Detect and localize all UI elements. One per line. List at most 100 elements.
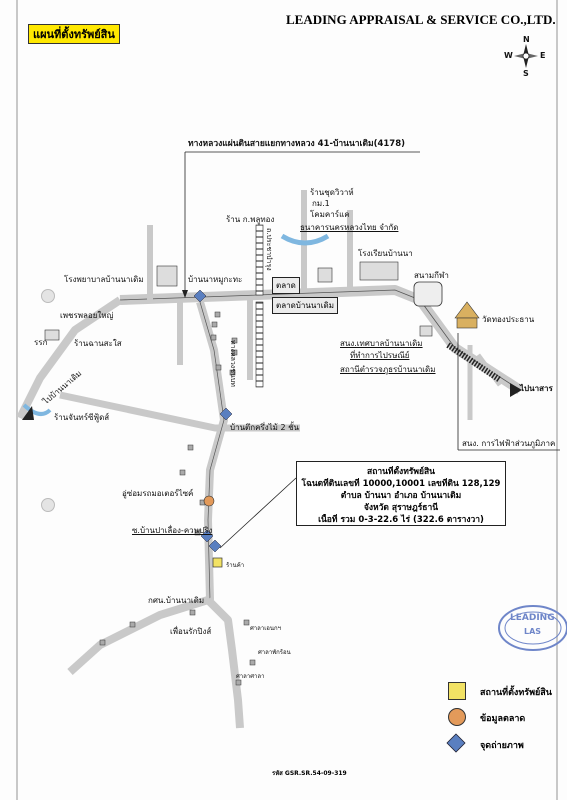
shop-marker — [194, 529, 201, 536]
label-bank: ธนาคารนครหลวงไทย จำกัด — [300, 223, 399, 232]
label-temple: วัดทองประธาน — [482, 315, 535, 324]
compass-e: E — [540, 51, 546, 60]
legend-photo-label: จุดถ่ายภาพ — [480, 741, 524, 751]
compass-icon — [514, 44, 538, 68]
road-lower-right — [205, 597, 244, 729]
river-left — [22, 403, 52, 416]
hospital-building — [156, 265, 178, 287]
shop-marker — [99, 639, 106, 646]
stamp-sub: LAS — [524, 627, 542, 636]
label-neighbor: เพื่อนรักปิงส์ — [170, 627, 212, 636]
house-near-road — [44, 329, 60, 341]
label-police: สถานีตำรวจภูธรบ้านนาเดิม — [340, 365, 436, 374]
shop-marker — [210, 334, 217, 341]
photo-point-icon — [208, 539, 222, 553]
label-bridge-village: ซ.บ้านปาเลื่อง-ควนปริง — [132, 526, 213, 535]
label-lamp-shop: โคมคาร์แค — [310, 210, 350, 219]
market-info-icon — [203, 495, 215, 507]
label-road-side-b: ถ.ประชาบำรุง — [265, 228, 273, 271]
arrow-left-icon — [22, 406, 34, 420]
shop-marker — [235, 679, 242, 686]
company-stamp: LEADING LAS — [496, 602, 567, 654]
label-ruk: รรก — [34, 338, 48, 347]
compass-s: S — [523, 69, 529, 78]
road-south-4 — [475, 353, 503, 387]
road-lower-left — [67, 596, 210, 675]
compass-rose: N S E W — [504, 35, 546, 80]
punch-hole-top — [41, 289, 55, 303]
document-code: รหัส GSR.SR.54-09-319 — [272, 770, 347, 777]
label-gas: กศน.บ้านนาเดิม — [148, 596, 205, 605]
highway-label: ทางหลวงแผ่นดินสายแยกทางหลวง 41-บ้านนาเดิ… — [188, 139, 406, 149]
property-location-icon — [212, 557, 223, 568]
shop-marker — [229, 369, 236, 376]
label-to-right: ไปนาสาร — [520, 384, 553, 393]
legend-photo-icon — [446, 733, 466, 753]
label-stadium: สนามกีฬา — [414, 271, 449, 280]
label-road-side-a: ทางหลวงชนบท — [229, 340, 237, 387]
label-market-bannadoem: ตลาดบ้านนาเดิม — [272, 297, 338, 314]
shop-marker — [243, 619, 250, 626]
info-line-3: ตำบล บ้านนา อำเภอ บ้านนาเดิม — [340, 491, 462, 501]
road-left-lower — [59, 391, 300, 432]
label-small-d: ศาลาศาลา — [236, 673, 265, 680]
company-name: LEADING APPRAISAL & SERVICE CO.,LTD. — [286, 12, 556, 27]
stadium-building — [413, 281, 443, 307]
label-chan-seafood: ร้านจันทร์ซีฟู้ดส์ — [54, 413, 110, 422]
label-post: ที่ทำการไปรษณีย์ — [350, 351, 410, 360]
shop-marker — [215, 364, 222, 371]
label-market: ตลาด — [272, 277, 300, 294]
shop-marker — [129, 621, 136, 628]
municipal-building — [419, 325, 433, 337]
shop-marker — [249, 659, 256, 666]
railway-right — [446, 342, 502, 383]
label-chan-shop: ร้านฉานสะใส — [74, 339, 122, 348]
map-title-tag: แผนที่ตั้งทรัพย์สิน — [28, 24, 120, 44]
bank-building — [317, 267, 333, 283]
shop-marker — [189, 609, 196, 616]
info-line-4: จังหวัด สุราษฎร์ธานี — [363, 503, 439, 513]
label-motor-shop: อู่ซ่อมรถมอเตอร์ไซค์ — [122, 489, 194, 498]
info-line-5: เนื้อที่ รวม 0-3-22.6 ไร่ (322.6 ตารางวา… — [318, 515, 484, 525]
stamp-icon — [498, 605, 567, 651]
road-to-property — [196, 300, 228, 601]
shop-marker — [214, 311, 221, 318]
legend-market-icon — [448, 708, 466, 726]
shop-marker — [211, 321, 218, 328]
label-village-noon: บ้านนาหมูกะทะ — [188, 275, 243, 284]
shop-marker — [179, 469, 186, 476]
arrow-right-icon — [510, 383, 522, 397]
temple-building — [454, 301, 480, 319]
label-house-2floor: บ้านตึกครึ่งไม้ 2 ชั้น — [230, 423, 300, 432]
label-kom1: กม.1 — [312, 199, 330, 208]
compass-n: N — [523, 35, 530, 44]
photo-point-icon — [193, 289, 207, 303]
compass-w: W — [504, 51, 513, 60]
paper-edge-right — [556, 0, 558, 800]
paper-edge-left — [16, 0, 18, 800]
river — [280, 233, 330, 246]
shop-marker — [187, 444, 194, 451]
stamp-brand: LEADING — [510, 613, 555, 623]
info-line-2: โฉนดที่ดินเลขที่ 10000,10001 เลขที่ดิน 1… — [301, 479, 501, 489]
school-building — [359, 261, 399, 281]
label-phetpol: เพชรพลอยใหญ่ — [60, 311, 114, 320]
photo-point-icon — [219, 407, 233, 421]
road-left-branch — [16, 296, 123, 420]
label-electric: สนง. การไฟฟ้าส่วนภูมิภาค — [462, 439, 556, 448]
legend-property-label: สถานที่ตั้งทรัพย์สิน — [480, 688, 552, 698]
shop-marker — [231, 337, 238, 344]
photo-point-icon — [200, 529, 214, 543]
legend-market-label: ข้อมูลตลาด — [480, 714, 526, 724]
label-municipal: สนง.เทศบาลบ้านนาเดิม — [340, 339, 423, 348]
label-tong-shop: ร้าน ก.พลูทอง — [226, 215, 275, 224]
label-hospital: โรงพยาบาลบ้านนาเดิม — [64, 275, 144, 284]
label-shop-chut: ร้านชุดวิวาห์ — [310, 188, 354, 197]
label-small-a: ร้านค้า — [226, 562, 245, 569]
property-info-box: สถานที่ตั้งทรัพย์สิน โฉนดที่ดินเลขที่ 10… — [296, 461, 506, 526]
label-school: โรงเรียนบ้านนา — [358, 249, 413, 258]
punch-hole-bottom — [41, 498, 55, 512]
info-line-1: สถานที่ตั้งทรัพย์สิน — [367, 467, 435, 477]
